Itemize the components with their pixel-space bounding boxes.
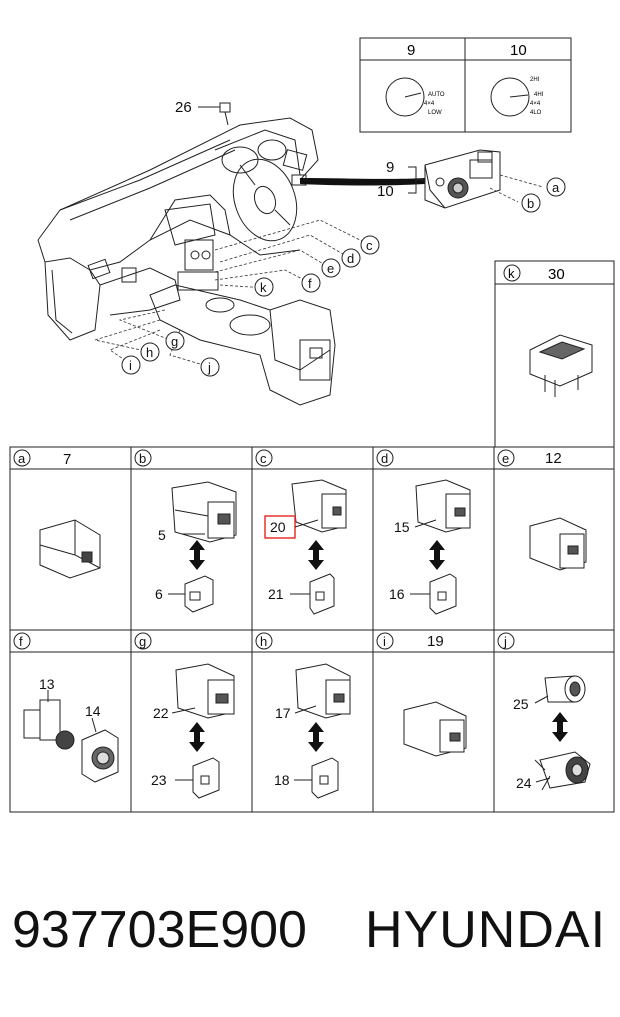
part-number: 937703E900 bbox=[12, 901, 307, 959]
leader-lines bbox=[93, 219, 371, 368]
callout-j: j bbox=[207, 360, 211, 375]
part-19-illustration bbox=[403, 701, 467, 757]
part-13-illustration bbox=[23, 699, 75, 750]
dashboard-illustration bbox=[37, 102, 336, 406]
part-label-22: 22 bbox=[153, 705, 169, 721]
table-header-9: 9 bbox=[407, 42, 415, 59]
part-footer: 937703E900 HYUNDAI bbox=[0, 900, 620, 980]
arrow-b bbox=[189, 540, 205, 570]
callout-26: 26 bbox=[175, 99, 192, 116]
part-label-6: 6 bbox=[155, 586, 163, 602]
part-30-illustration bbox=[529, 334, 593, 397]
part-label-20: 20 bbox=[270, 519, 286, 535]
cell-a-letter: a bbox=[18, 451, 26, 466]
cell-c-letter: c bbox=[260, 451, 267, 466]
callout-labels: 26 9 10 bbox=[175, 99, 394, 200]
part-12-illustration bbox=[529, 517, 587, 571]
part-5-illustration bbox=[171, 481, 237, 543]
part-7-illustration bbox=[39, 519, 101, 579]
arrow-c bbox=[308, 540, 324, 570]
callout-9: 9 bbox=[386, 159, 394, 176]
cell-d-letter: d bbox=[381, 451, 388, 466]
parts-diagram: 26 9 10 a b c d e f k g h i j 9 10 AUTO … bbox=[9, 37, 615, 813]
part-label-15: 15 bbox=[394, 519, 410, 535]
cell-f-letter: f bbox=[19, 634, 23, 649]
part-14-illustration bbox=[81, 729, 119, 783]
callout-c: c bbox=[366, 238, 373, 253]
part-25-illustration bbox=[544, 675, 586, 703]
part-20-illustration bbox=[291, 479, 347, 533]
part-label-24: 24 bbox=[516, 775, 532, 791]
table-header-10: 10 bbox=[510, 42, 527, 59]
arrow-j bbox=[552, 712, 568, 742]
part-23-illustration bbox=[192, 757, 220, 799]
dial-10-label-4lo: 4LO bbox=[530, 110, 542, 116]
cell-g-letter: g bbox=[139, 634, 146, 649]
callout-k: k bbox=[260, 280, 267, 295]
callout-b: b bbox=[527, 196, 534, 211]
callout-a: a bbox=[552, 180, 560, 195]
part-24-illustration bbox=[534, 751, 591, 791]
k-box: k 30 bbox=[494, 260, 615, 448]
k-box-letter: k bbox=[508, 266, 515, 281]
brand-name: HYUNDAI bbox=[365, 901, 607, 959]
cell-i-letter: i bbox=[383, 634, 386, 649]
part-label-16: 16 bbox=[389, 586, 405, 602]
cell-i-number: 19 bbox=[427, 633, 444, 650]
part-18-illustration bbox=[311, 757, 339, 799]
part-21-illustration bbox=[309, 573, 335, 615]
part-label-23: 23 bbox=[151, 772, 167, 788]
dial-10-label-4hi: 4HI bbox=[534, 92, 544, 98]
part-15-illustration bbox=[415, 479, 471, 533]
part-label-5: 5 bbox=[158, 527, 166, 543]
cell-e-letter: e bbox=[502, 451, 509, 466]
k-box-number: 30 bbox=[548, 266, 565, 283]
letter-callouts: a b c d e f k g h i j bbox=[121, 177, 566, 377]
part-6-illustration bbox=[184, 575, 214, 613]
callout-f: f bbox=[308, 276, 312, 291]
dial-9-label-low: LOW bbox=[428, 110, 442, 116]
grid-row2-headers: f g h i 19 j bbox=[13, 632, 515, 650]
dial-table: 9 10 AUTO 4×4 LOW 2HI 4HI 4×4 4LO bbox=[359, 37, 572, 133]
dial-10-label-4x4: 4×4 bbox=[530, 101, 541, 107]
grid-row1-headers: a 7 b c d e 12 bbox=[13, 449, 562, 468]
callout-d: d bbox=[347, 251, 354, 266]
part-16-illustration bbox=[429, 573, 457, 615]
arrow-h bbox=[308, 722, 324, 752]
callout-i: i bbox=[129, 358, 132, 373]
callout-e: e bbox=[327, 261, 334, 276]
part-label-14: 14 bbox=[85, 703, 101, 719]
part-label-25: 25 bbox=[513, 696, 529, 712]
part-label-17: 17 bbox=[275, 705, 291, 721]
callout-10: 10 bbox=[377, 183, 394, 200]
part-label-18: 18 bbox=[274, 772, 290, 788]
callout-h: h bbox=[146, 345, 153, 360]
cell-b-letter: b bbox=[139, 451, 146, 466]
cell-e-number: 12 bbox=[545, 450, 562, 467]
dial-9-label-auto: AUTO bbox=[428, 92, 445, 98]
cell-j-letter: j bbox=[503, 634, 507, 649]
part-label-21: 21 bbox=[268, 586, 284, 602]
cell-h-letter: h bbox=[260, 634, 267, 649]
part-label-13: 13 bbox=[39, 676, 55, 692]
arrow-g bbox=[189, 722, 205, 752]
dial-10-label-2hi: 2HI bbox=[530, 77, 540, 83]
parts-grid bbox=[9, 446, 615, 813]
mode-switch-assembly bbox=[424, 149, 501, 209]
arrow-d bbox=[429, 540, 445, 570]
cell-a-number: 7 bbox=[63, 451, 71, 468]
part-22-illustration bbox=[175, 663, 235, 719]
dial-9-label-4x4: 4×4 bbox=[424, 101, 435, 107]
part-17-illustration bbox=[295, 663, 351, 719]
callout-g: g bbox=[171, 334, 178, 349]
